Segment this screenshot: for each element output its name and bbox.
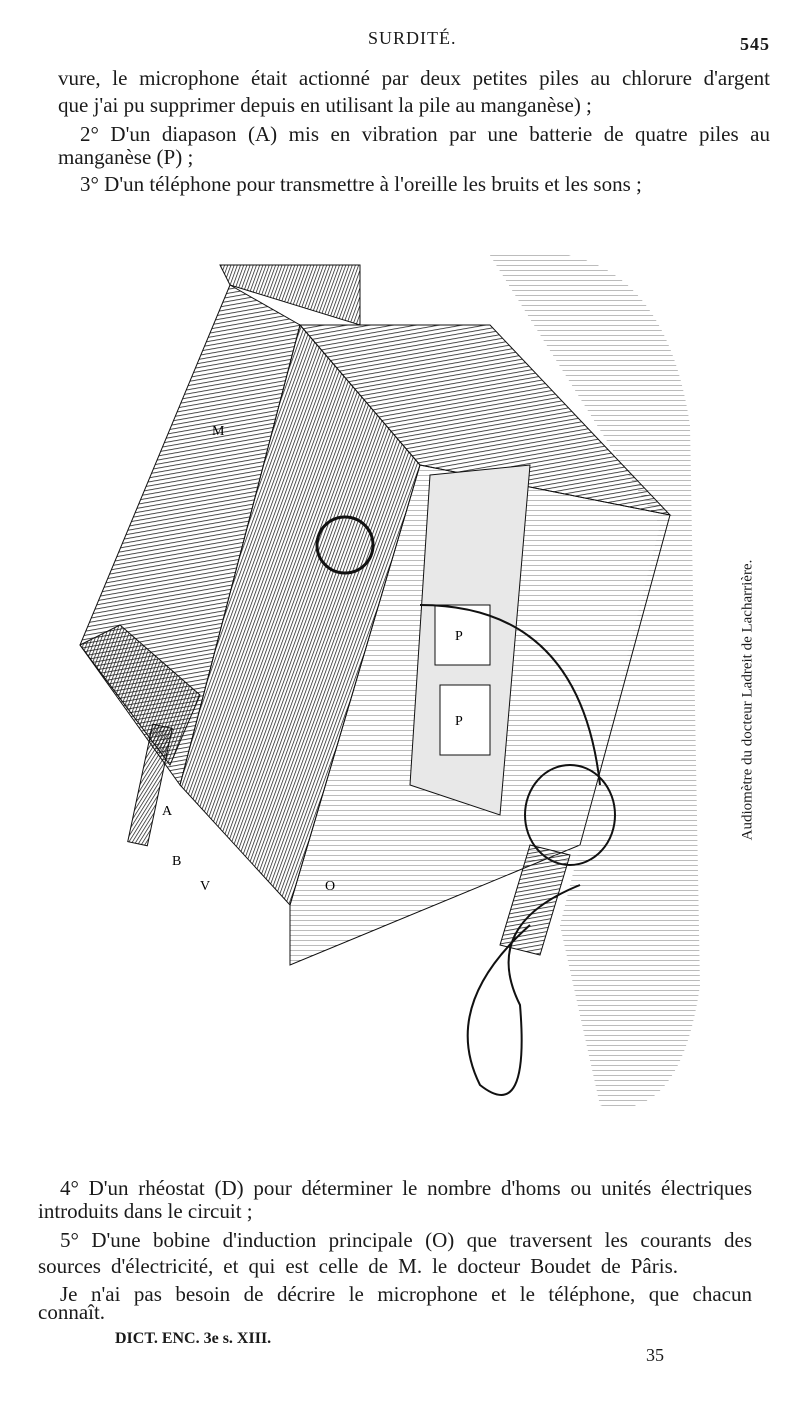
label-m: M <box>212 424 225 439</box>
figure-caption: Audiomètre du docteur Ladreit de Lacharr… <box>739 559 756 841</box>
telephone-cord <box>419 604 601 1096</box>
label-p: P <box>455 629 463 644</box>
paragraph-line: Je n'ai pas besoin de décrire le microph… <box>60 1282 752 1306</box>
page-number: 545 <box>740 34 770 54</box>
sheet-number: 35 <box>646 1345 664 1365</box>
label-b: B <box>172 854 181 869</box>
running-title: SURDITÉ. <box>368 28 457 48</box>
dial <box>315 515 375 575</box>
label-p2: P <box>455 714 463 729</box>
label-a: A <box>162 804 173 819</box>
paragraph-line: que j'ai pu supprimer depuis en utilisan… <box>58 93 592 117</box>
footer-signature: DICT. ENC. 3e s. XIII. <box>115 1330 272 1347</box>
paragraph-line: 5° D'une bobine d'induction principale (… <box>60 1228 752 1252</box>
paragraph-line: connaît. <box>38 1300 106 1324</box>
paragraph-line: introduits dans le circuit ; <box>38 1199 253 1223</box>
ground-shadow <box>490 251 700 1108</box>
paragraph-line: vure, le microphone était actionné par d… <box>58 66 770 90</box>
coil <box>127 723 173 847</box>
paragraph-line: 3° D'un téléphone pour transmettre à l'o… <box>80 172 642 196</box>
paragraph-line: 2° D'un diapason (A) mis en vibration pa… <box>80 122 770 146</box>
label-v: V <box>200 879 210 894</box>
paragraph-line: 4° D'un rhéostat (D) pour déterminer le … <box>60 1176 752 1200</box>
telephone-receiver <box>524 764 616 866</box>
label-o: O <box>325 879 335 894</box>
audiometer-illustration: M A B V P P O <box>79 251 700 1108</box>
paragraph-line: sources d'électricité, et qui est celle … <box>38 1254 678 1278</box>
paragraph-line: manganèse (P) ; <box>58 145 194 169</box>
